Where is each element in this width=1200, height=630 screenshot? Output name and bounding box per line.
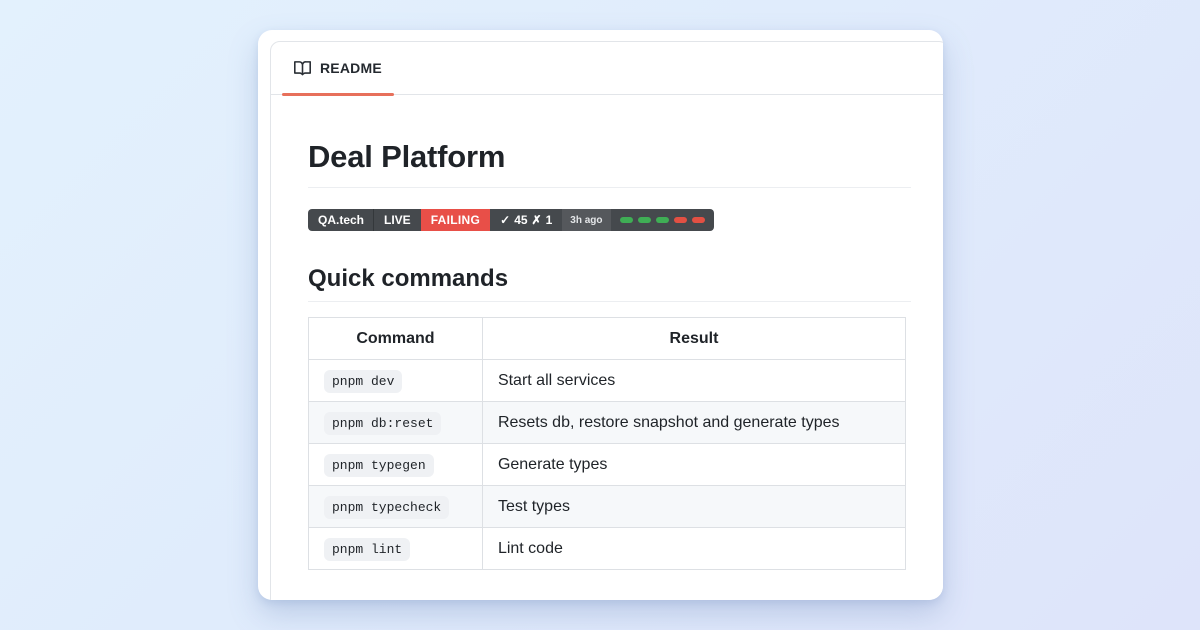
tab-readme[interactable]: README (282, 42, 394, 96)
badge-status-label: FAILING (420, 209, 491, 231)
command-cell: pnpm db:reset (308, 401, 483, 444)
command-code: pnpm lint (324, 537, 411, 561)
table-row: pnpm lint Lint code (308, 527, 907, 570)
history-dot (619, 217, 633, 223)
column-header-result: Result (481, 317, 907, 360)
result-cell: Start all services (481, 359, 907, 402)
command-cell: pnpm typecheck (308, 485, 483, 528)
page-title: Deal Platform (308, 139, 911, 188)
readme-panel: README Deal Platform QA.tech LIVE FAILIN… (270, 41, 943, 600)
table-row: pnpm typecheck Test types (308, 485, 907, 528)
command-cell: pnpm typegen (308, 443, 483, 486)
tab-bar: README (271, 42, 943, 96)
table-row: pnpm db:reset Resets db, restore snapsho… (308, 401, 907, 444)
command-code: pnpm db:reset (324, 411, 442, 435)
fail-count: 1 (545, 213, 553, 227)
command-cell: pnpm dev (308, 359, 483, 402)
badge-brand: QA.tech (308, 209, 375, 231)
table-header-row: Command Result (308, 317, 907, 360)
command-cell: pnpm lint (308, 527, 483, 570)
command-code: pnpm dev (324, 369, 403, 393)
result-cell: Test types (481, 485, 907, 528)
check-icon: ✓ (500, 213, 511, 227)
tab-readme-label: README (320, 60, 382, 76)
section-heading: Quick commands (308, 265, 911, 302)
command-code: pnpm typecheck (324, 495, 450, 519)
result-cell: Lint code (481, 527, 907, 570)
x-icon: ✗ (531, 213, 542, 227)
badge-time-ago: 3h ago (562, 209, 611, 231)
column-header-command: Command (308, 317, 483, 360)
command-code: pnpm typegen (324, 453, 434, 477)
history-dot (655, 217, 669, 223)
history-dot (673, 217, 687, 223)
readme-content: Deal Platform QA.tech LIVE FAILING ✓ 45 … (271, 139, 943, 570)
active-tab-underline (282, 93, 394, 96)
result-cell: Generate types (481, 443, 907, 486)
commands-table: Command Result pnpm dev Start all servic… (308, 317, 907, 570)
history-dot (691, 217, 705, 223)
badge-live-label: LIVE (374, 209, 421, 231)
history-dot (637, 217, 651, 223)
badge-counts: ✓ 45 ✗ 1 (490, 209, 563, 231)
book-icon (294, 60, 311, 77)
table-row: pnpm dev Start all services (308, 359, 907, 402)
pass-count: 45 (514, 213, 528, 227)
readme-card: README Deal Platform QA.tech LIVE FAILIN… (258, 30, 943, 600)
qa-status-badge[interactable]: QA.tech LIVE FAILING ✓ 45 ✗ 1 3h ago (308, 209, 714, 231)
result-cell: Resets db, restore snapshot and generate… (481, 401, 907, 444)
table-row: pnpm typegen Generate types (308, 443, 907, 486)
badge-run-history (610, 209, 714, 231)
